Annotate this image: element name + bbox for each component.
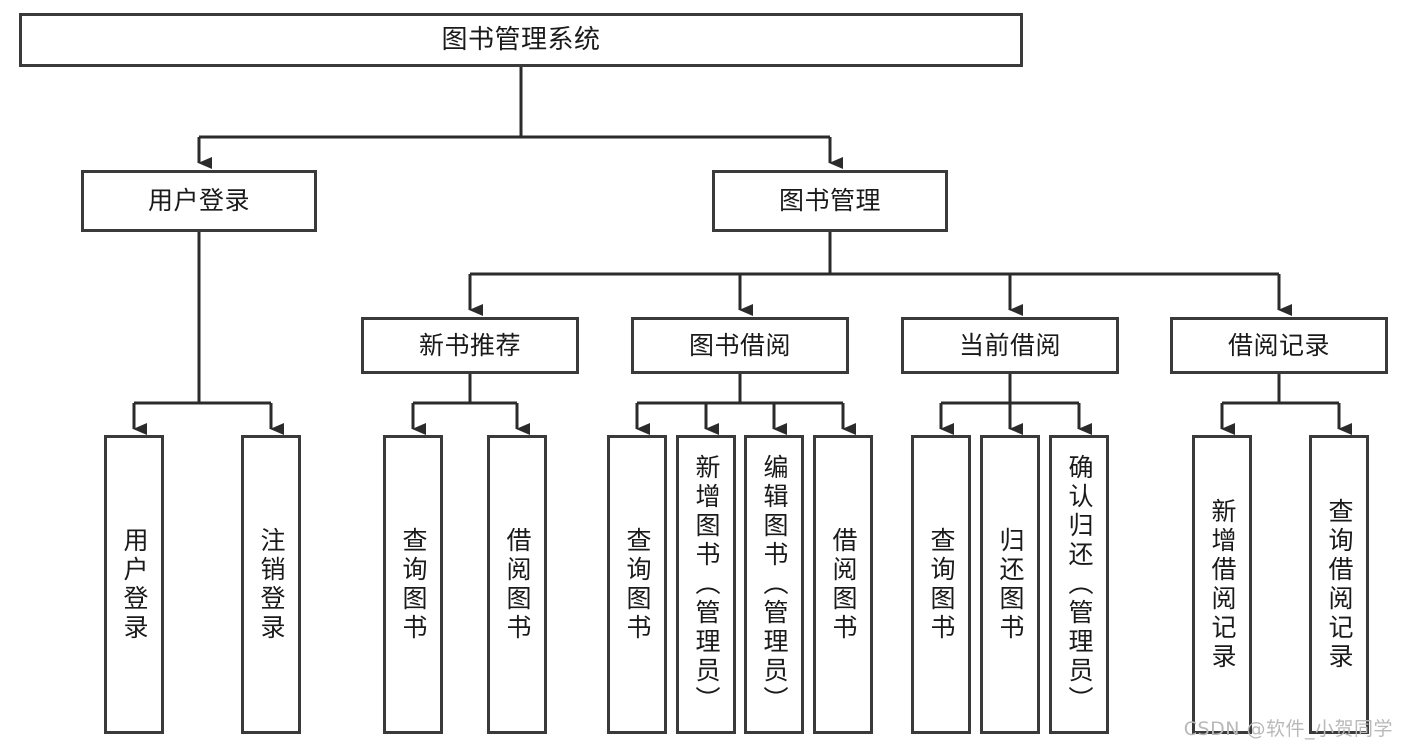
node-leaf-return-book[interactable]: 归还图书 — [980, 435, 1040, 734]
node-label: 查询借阅记录 — [1325, 497, 1354, 672]
node-user-login[interactable]: 用户登录 — [81, 170, 317, 232]
node-leaf-confirm-return-admin[interactable]: 确认归还（管理员） — [1049, 435, 1109, 734]
node-new-book-recommend[interactable]: 新书推荐 — [361, 317, 579, 374]
node-label: 用户登录 — [120, 526, 149, 643]
node-label: 新增借阅记录 — [1208, 497, 1237, 672]
node-leaf-add-borrow-record[interactable]: 新增借阅记录 — [1192, 435, 1252, 734]
node-label: 借阅图书 — [503, 526, 532, 643]
node-label: 图书管理 — [778, 186, 881, 216]
node-leaf-query-borrow-record[interactable]: 查询借阅记录 — [1309, 435, 1369, 734]
node-label: 图书借阅 — [688, 330, 791, 360]
node-label: 查询图书 — [399, 526, 428, 643]
node-leaf-logout-login[interactable]: 注销登录 — [241, 435, 301, 734]
node-leaf-query-book-borrow[interactable]: 查询图书 — [607, 435, 667, 734]
node-label: 当前借阅 — [958, 330, 1061, 360]
node-label: 编辑图书（管理员） — [760, 454, 789, 715]
node-leaf-borrow-book-borrow[interactable]: 借阅图书 — [813, 435, 873, 734]
node-label: 用户登录 — [147, 186, 250, 216]
node-book-management-system[interactable]: 图书管理系统 — [19, 13, 1023, 67]
node-leaf-edit-book-admin[interactable]: 编辑图书（管理员） — [744, 435, 804, 734]
node-label: 确认归还（管理员） — [1065, 454, 1094, 715]
node-book-management[interactable]: 图书管理 — [712, 170, 948, 232]
node-label: 图书管理系统 — [441, 24, 601, 55]
node-label: 查询图书 — [927, 526, 956, 643]
node-current-borrow[interactable]: 当前借阅 — [901, 317, 1119, 374]
node-label: 新增图书（管理员） — [692, 454, 721, 715]
node-borrow-record[interactable]: 借阅记录 — [1170, 317, 1388, 374]
node-label: 注销登录 — [257, 526, 286, 643]
node-label: 新书推荐 — [418, 330, 521, 360]
node-label: 查询图书 — [623, 526, 652, 643]
node-label: 归还图书 — [996, 526, 1025, 643]
node-leaf-borrow-book-recommend[interactable]: 借阅图书 — [487, 435, 547, 734]
node-book-borrow[interactable]: 图书借阅 — [631, 317, 849, 374]
node-label: 借阅记录 — [1227, 330, 1330, 360]
node-leaf-add-book-admin[interactable]: 新增图书（管理员） — [676, 435, 736, 734]
node-leaf-query-book-recommend[interactable]: 查询图书 — [383, 435, 443, 734]
node-label: 借阅图书 — [829, 526, 858, 643]
node-leaf-query-book-current[interactable]: 查询图书 — [911, 435, 971, 734]
node-leaf-user-login[interactable]: 用户登录 — [104, 435, 164, 734]
